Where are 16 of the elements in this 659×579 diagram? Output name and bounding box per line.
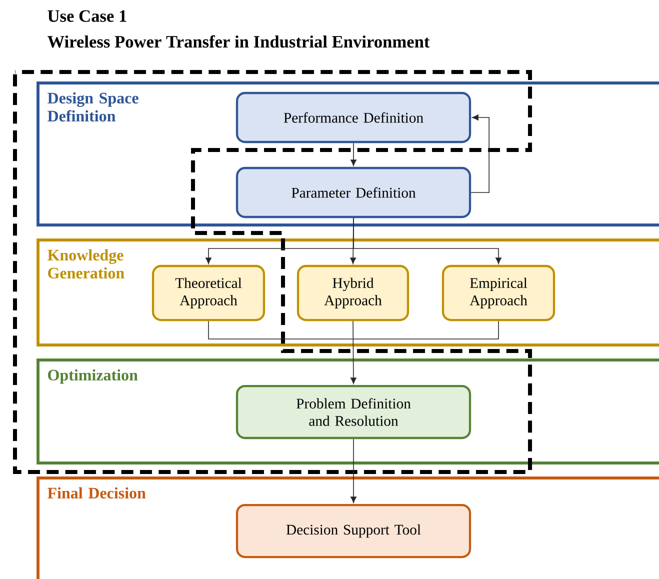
process-box: Empirical Approach (442, 264, 556, 322)
arrow (350, 142, 356, 166)
process-box: Hybrid Approach (296, 264, 410, 322)
process-box: Decision Support Tool (236, 504, 472, 558)
process-box: Parameter Definition (236, 166, 472, 218)
arrow (353, 218, 502, 264)
connector-line (208, 320, 354, 340)
title: Use Case 1 (48, 10, 126, 22)
title: Wireless Power Transfer in Industrial Environment (48, 35, 430, 48)
arrow (470, 114, 490, 193)
process-box: Performance Definition (236, 92, 472, 144)
process-box: Problem Definition and Resolution (236, 384, 472, 440)
arrow (350, 320, 356, 384)
process-box: Theoretical Approach (152, 264, 266, 322)
connector-line (353, 320, 499, 340)
arrow (350, 438, 356, 503)
